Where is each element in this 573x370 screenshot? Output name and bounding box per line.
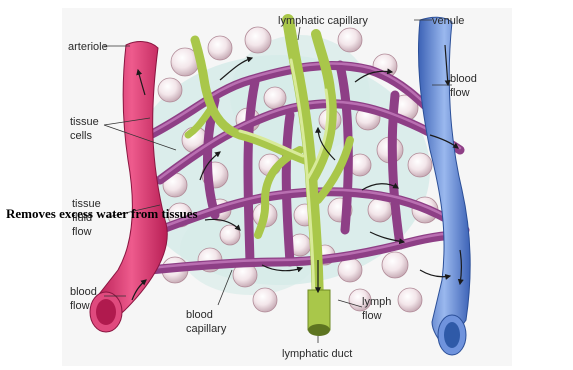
label-blood-flow-right-line2: flow [450,87,470,99]
label-blood-capillary-line1: blood [186,309,213,321]
tissue-cell [382,252,408,278]
label-lymphatic-capillary: lymphatic capillary [278,15,368,27]
label-blood-flow-left-line1: blood [70,286,97,298]
tissue-cell [208,36,232,60]
tissue-cell [264,87,286,109]
label-blood-flow-right-line1: blood [450,73,477,85]
label-venule: venule [432,15,464,27]
tissue-cell [253,288,277,312]
tissue-cell [408,153,432,177]
label-tissue-cells-line2: cells [70,130,93,142]
lymphatic-duct-opening [308,324,330,336]
tissue-cell [158,78,182,102]
label-arteriole: arteriole [68,41,108,53]
label-blood-capillary-line2: capillary [186,323,227,335]
tissue-cell [398,288,422,312]
label-lymph-flow-line2: flow [362,310,382,322]
label-blood-flow-left-line2: flow [70,300,90,312]
label-lymph-flow-line1: lymph [362,296,391,308]
label-lymphatic-duct: lymphatic duct [282,348,352,360]
tissue-cell [338,28,362,52]
label-tissue-cells-line1: tissue [70,116,99,128]
label-tissue-fluid-flow-line3: flow [72,226,92,238]
tissue-cell [245,27,271,53]
tissue-cell [338,258,362,282]
overlay-caption: Removes excess water from tissues [6,206,198,222]
